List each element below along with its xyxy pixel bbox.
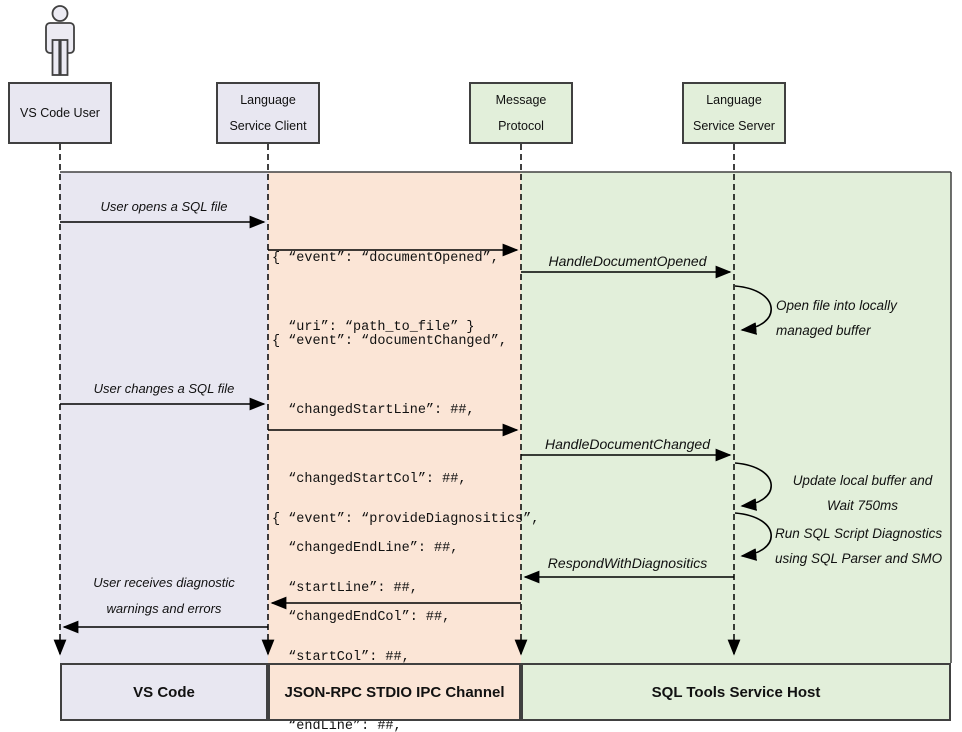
lane-band-ipc bbox=[268, 172, 521, 663]
lane-label: JSON-RPC STDIO IPC Channel bbox=[284, 683, 505, 701]
participant-label: Service Client bbox=[229, 119, 307, 133]
message-respond-with-diagnostics: RespondWithDiagnositics bbox=[547, 555, 708, 571]
lane-label: SQL Tools Service Host bbox=[651, 683, 821, 701]
actor-icon bbox=[45, 5, 75, 76]
payload-document-opened: { “event”: “documentOpened”, “uri”: “pat… bbox=[272, 251, 499, 335]
lane-box-vscode: VS Code bbox=[60, 663, 268, 721]
lane-label: VS Code bbox=[133, 683, 195, 701]
payload-provide-diagnostics: { “event”: “provideDiagnositics”, “start… bbox=[272, 512, 540, 732]
participant-label: VS Code User bbox=[20, 106, 100, 120]
participant-message-protocol: Message Protocol bbox=[469, 82, 573, 144]
participant-vscode-user: VS Code User bbox=[8, 82, 112, 144]
message-user-receives: User receives diagnostic warnings and er… bbox=[93, 575, 235, 616]
lane-band-host bbox=[521, 172, 951, 663]
lane-box-host: SQL Tools Service Host bbox=[521, 663, 951, 721]
participant-label: Service Server bbox=[693, 119, 775, 133]
participant-label: Language bbox=[240, 93, 296, 107]
lane-box-ipc: JSON-RPC STDIO IPC Channel bbox=[268, 663, 521, 721]
participant-language-service-server: Language Service Server bbox=[682, 82, 786, 144]
message-handle-document-changed: HandleDocumentChanged bbox=[545, 436, 710, 452]
message-user-changes: User changes a SQL file bbox=[93, 381, 235, 396]
participant-label: Language bbox=[706, 93, 762, 107]
note-run-diagnostics: Run SQL Script Diagnostics using SQL Par… bbox=[775, 526, 943, 566]
participant-label: Message bbox=[495, 93, 547, 107]
note-update-buffer: Update local buffer and Wait 750ms bbox=[792, 473, 933, 513]
participant-label: Protocol bbox=[498, 119, 544, 133]
message-handle-document-opened: HandleDocumentOpened bbox=[548, 253, 707, 269]
lane-band-vscode bbox=[60, 172, 268, 663]
note-open-file: Open file into locally managed buffer bbox=[776, 298, 897, 338]
participant-language-service-client: Language Service Client bbox=[216, 82, 320, 144]
message-user-opens: User opens a SQL file bbox=[100, 199, 228, 214]
